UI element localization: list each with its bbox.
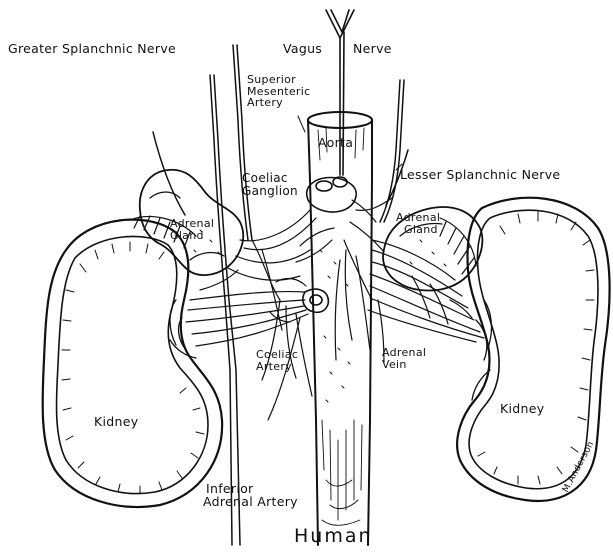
label-kidney-right: Kidney bbox=[500, 402, 544, 415]
vagus-nerve-drawing bbox=[326, 10, 354, 175]
label-inferior-adrenal-artery-line2: Adrenal Artery bbox=[203, 495, 298, 508]
tissue-stipple bbox=[194, 230, 446, 402]
label-superior-mesenteric-artery: Superior Mesenteric Artery bbox=[247, 74, 310, 109]
label-lesser-splanchnic-nerve: Lesser Splanchnic Nerve bbox=[400, 168, 560, 181]
lesser-splanchnic-nerve-drawing bbox=[380, 80, 408, 222]
label-coeliac-artery-line1: Coeliac bbox=[256, 349, 298, 361]
label-greater-splanchnic-nerve: Greater Splanchnic Nerve bbox=[8, 42, 176, 55]
label-superior-mesenteric-artery-line3: Artery bbox=[247, 97, 310, 109]
figure-title: Human bbox=[294, 527, 373, 547]
left-kidney-hatching bbox=[62, 242, 204, 494]
label-coeliac-artery-line2: Artery bbox=[256, 361, 298, 373]
label-adrenal-gland-right-line2: Gland bbox=[396, 224, 440, 236]
label-coeliac-ganglion: Coeliac Ganglion bbox=[242, 172, 298, 197]
label-adrenal-gland-left-line1: Adrenal bbox=[170, 218, 214, 230]
label-aorta: Aorta bbox=[318, 136, 353, 149]
label-adrenal-gland-right-line1: Adrenal bbox=[396, 212, 440, 224]
right-kidney-hatching bbox=[478, 212, 594, 484]
label-vagus: Vagus bbox=[283, 42, 322, 55]
label-inferior-adrenal-artery: Inferior Adrenal Artery bbox=[203, 482, 298, 508]
label-adrenal-gland-left: Adrenal Gland bbox=[170, 218, 214, 241]
label-nerve: Nerve bbox=[353, 42, 392, 55]
label-adrenal-vein-line1: Adrenal bbox=[382, 347, 426, 359]
label-superior-mesenteric-artery-line1: Superior bbox=[247, 74, 310, 86]
label-coeliac-artery: Coeliac Artery bbox=[256, 349, 298, 372]
label-coeliac-ganglion-line2: Ganglion bbox=[242, 185, 298, 198]
label-adrenal-gland-right: Adrenal Gland bbox=[396, 212, 440, 235]
left-kidney-drawing bbox=[43, 220, 222, 507]
label-kidney-left: Kidney bbox=[94, 415, 138, 428]
label-adrenal-gland-left-line2: Gland bbox=[170, 230, 214, 242]
label-coeliac-ganglion-line1: Coeliac bbox=[242, 172, 298, 185]
label-adrenal-vein: Adrenal Vein bbox=[382, 347, 426, 370]
label-adrenal-vein-line2: Vein bbox=[382, 359, 426, 371]
